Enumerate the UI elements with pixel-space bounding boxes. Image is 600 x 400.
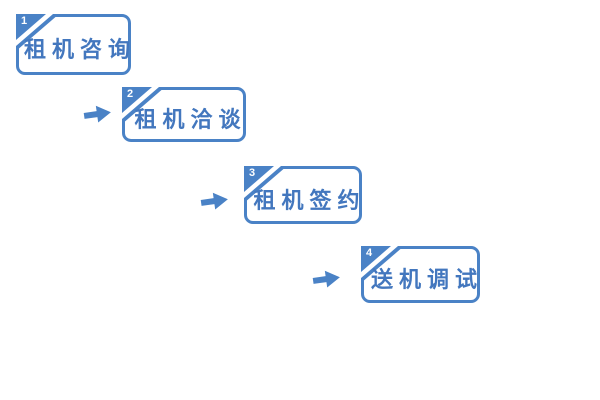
step-label-2: 租机洽谈	[134, 107, 247, 132]
step-label-1: 租机咨询	[24, 37, 137, 62]
step-label-4: 送机调试	[371, 267, 484, 292]
step-number-4: 4	[366, 247, 373, 259]
step-number-2: 2	[127, 88, 134, 100]
step-label-3: 租机签约	[253, 187, 366, 213]
step-number-1: 1	[21, 15, 28, 27]
step-number-3: 3	[249, 167, 256, 179]
step-box-2: 2 租机洽谈	[122, 87, 246, 142]
arrow-right-icon-1	[83, 101, 113, 127]
arrow-right-icon-3	[312, 266, 342, 292]
step-box-1: 1 租机咨询	[16, 14, 131, 75]
arrow-right-icon-2	[200, 188, 230, 214]
step-box-3: 3 租机签约	[244, 166, 362, 224]
step-box-4: 4 送机调试	[361, 246, 480, 303]
